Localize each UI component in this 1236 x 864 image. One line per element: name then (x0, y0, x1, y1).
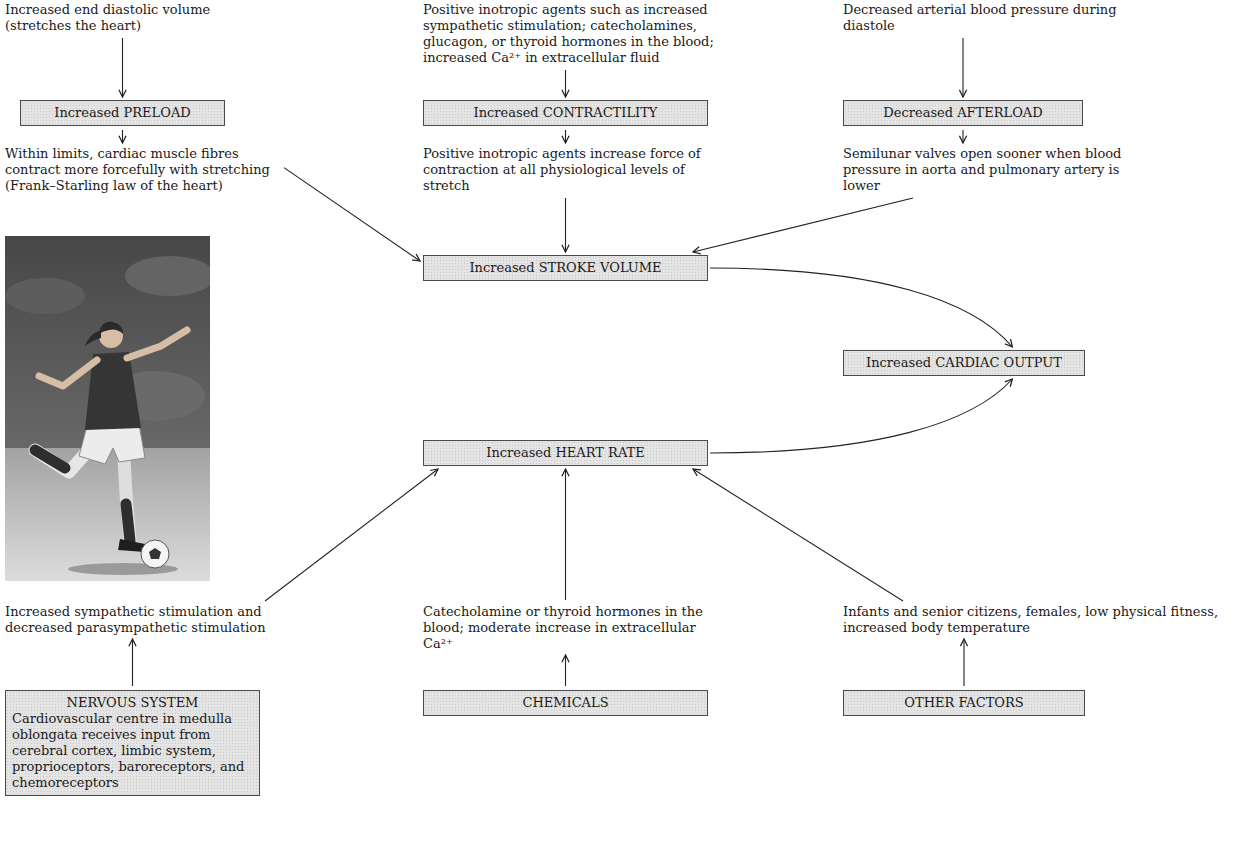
leader-arrow (265, 469, 438, 601)
annotation-block: Positive inotropic agents such as increa… (423, 2, 723, 66)
box-heading: Increased CONTRACTILITY (430, 105, 701, 121)
process-box: Increased HEART RATE (423, 440, 708, 466)
process-box: Increased CARDIAC OUTPUT (843, 350, 1085, 376)
sock (35, 450, 65, 468)
leader-arrow (122, 38, 123, 97)
box-heading: Increased HEART RATE (430, 445, 701, 461)
process-box: NERVOUS SYSTEMCardiovascular centre in m… (5, 690, 260, 796)
annotation-text: Catecholamine or thyroid hormones in the… (423, 604, 723, 652)
process-box: OTHER FACTORS (843, 690, 1085, 716)
boot (118, 539, 145, 552)
leader-arrow (565, 130, 566, 143)
leader-arrow (962, 38, 963, 97)
pitch (5, 448, 210, 581)
annotation-text: Decreased arterial blood pressure during… (843, 2, 1143, 34)
ball (141, 540, 169, 568)
process-box: Increased STROKE VOLUME (423, 255, 708, 281)
ball-patch (149, 548, 161, 559)
leader-arrow (565, 469, 566, 600)
box-body: Cardiovascular centre in medulla oblonga… (12, 711, 253, 791)
box-heading: Increased STROKE VOLUME (430, 260, 701, 276)
annotation-block: Increased end diastolic volume (stretche… (5, 2, 245, 34)
annotation-text: Infants and senior citizens, females, lo… (843, 604, 1228, 636)
box-heading: OTHER FACTORS (850, 695, 1078, 711)
leader-arrow (693, 469, 903, 601)
annotation-text: Increased sympathetic stimulation and de… (5, 604, 275, 636)
annotation-block: Positive inotropic agents increase force… (423, 146, 723, 194)
leader-arrow (132, 639, 133, 686)
process-box: Decreased AFTERLOAD (843, 100, 1083, 126)
leader-arrow (565, 70, 566, 97)
leader-arrow (963, 639, 964, 686)
process-box: Increased PRELOAD (20, 100, 225, 126)
annotation-block: Within limits, cardiac muscle fibres con… (5, 146, 280, 194)
box-heading: NERVOUS SYSTEM (12, 695, 253, 711)
sock (126, 504, 130, 541)
annotation-text: Increased end diastolic volume (stretche… (5, 2, 245, 34)
stand-blur (125, 256, 210, 296)
leader-arrow (565, 198, 566, 252)
leader-arrow (962, 130, 963, 143)
box-heading: CHEMICALS (430, 695, 701, 711)
annotation-text: Within limits, cardiac muscle fibres con… (5, 146, 280, 194)
box-heading: Increased PRELOAD (27, 105, 218, 121)
flow-arrow (710, 268, 1012, 347)
annotation-text: Positive inotropic agents such as increa… (423, 2, 723, 66)
box-heading: Decreased AFTERLOAD (850, 105, 1076, 121)
shorts (79, 424, 145, 464)
process-box: CHEMICALS (423, 690, 708, 716)
ponytail (85, 330, 101, 346)
arm (127, 330, 187, 358)
flow-arrow (710, 379, 1012, 453)
annotation-block: Infants and senior citizens, females, lo… (843, 604, 1228, 636)
process-box: Increased CONTRACTILITY (423, 100, 708, 126)
leader-arrow (693, 198, 913, 252)
annotation-text: Semilunar valves open sooner when blood … (843, 146, 1153, 194)
leader-arrow (565, 655, 566, 686)
annotation-block: Catecholamine or thyroid hormones in the… (423, 604, 723, 652)
stand-blur (5, 278, 85, 314)
leader-arrow (122, 130, 123, 143)
box-heading: Increased CARDIAC OUTPUT (850, 355, 1078, 371)
leader-arrows (123, 38, 965, 686)
arm (39, 360, 97, 386)
leader-arrow (284, 168, 420, 261)
annotation-block: Semilunar valves open sooner when blood … (843, 146, 1153, 194)
hair (99, 322, 123, 334)
annotation-block: Decreased arterial blood pressure during… (843, 2, 1143, 34)
annotation-text: Positive inotropic agents increase force… (423, 146, 723, 194)
annotation-block: Increased sympathetic stimulation and de… (5, 604, 275, 636)
soccer-photo (5, 236, 210, 581)
